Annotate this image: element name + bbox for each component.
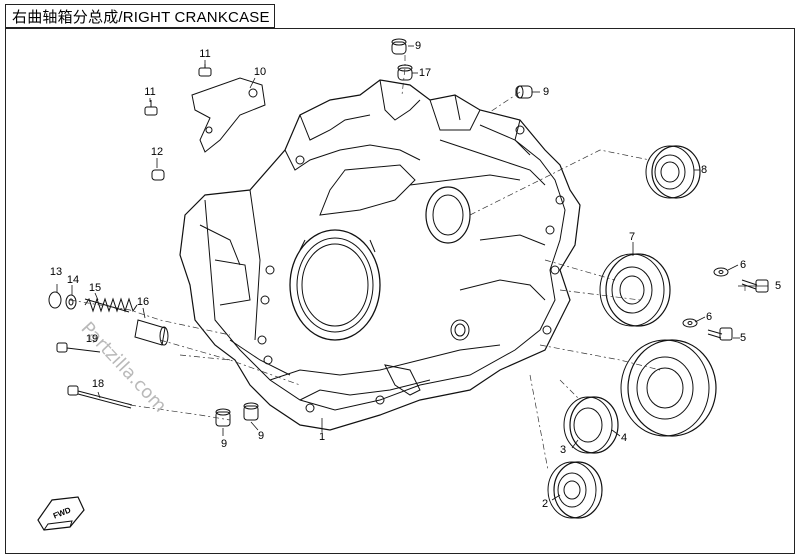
bolt-18 xyxy=(67,385,133,409)
callout-2: 2 xyxy=(541,498,549,510)
callout-8: 8 xyxy=(700,164,708,176)
dowel-9-right xyxy=(515,85,533,99)
bolt-5-lower xyxy=(707,327,733,341)
diagram-title: 右曲轴箱分总成/RIGHT CRANKCASE xyxy=(5,4,275,28)
bolt-11-upper xyxy=(198,64,212,77)
callout-1: 1 xyxy=(318,431,326,443)
callout-9-bottom-left: 9 xyxy=(220,438,228,450)
diagram-frame xyxy=(5,28,795,554)
cylinder-bore xyxy=(289,229,381,341)
dowel-9-bottom-right xyxy=(243,402,259,421)
bearing-8 xyxy=(645,145,701,199)
dowel-9-bottom-left xyxy=(215,408,231,427)
bearing-4 xyxy=(620,339,717,437)
callout-16: 16 xyxy=(136,296,150,308)
plug-12 xyxy=(151,169,165,181)
dowel-9-top xyxy=(391,38,407,55)
leader-lines xyxy=(56,45,768,501)
callout-19: 19 xyxy=(85,333,99,345)
bolt-holes xyxy=(257,125,565,413)
fwd-direction-badge xyxy=(37,496,85,531)
callout-11-lower: 11 xyxy=(144,86,156,98)
bushing-17 xyxy=(397,64,413,81)
circlip-13 xyxy=(48,291,62,309)
shaft-bore-upper xyxy=(425,186,471,244)
callout-4: 4 xyxy=(620,432,628,444)
callout-11-upper: 11 xyxy=(199,48,211,60)
bracket-10 xyxy=(191,77,266,153)
bolt-11-lower xyxy=(144,100,158,116)
sleeve-16 xyxy=(134,319,169,346)
bolt-19 xyxy=(56,342,101,353)
callout-5-upper: 5 xyxy=(774,280,782,292)
callout-10: 10 xyxy=(253,66,267,78)
callout-17: 17 xyxy=(418,67,432,79)
washer-6-lower xyxy=(682,318,698,328)
bearing-7 xyxy=(599,253,671,327)
callout-6-lower: 6 xyxy=(705,311,713,323)
washer-6-upper xyxy=(713,267,729,277)
callout-7: 7 xyxy=(628,231,636,243)
callout-13: 13 xyxy=(49,266,63,278)
callout-9-bottom-right: 9 xyxy=(257,430,265,442)
bearing-3 xyxy=(563,396,619,454)
crankcase-body xyxy=(179,79,581,431)
callout-3: 3 xyxy=(559,444,567,456)
callout-5-lower: 5 xyxy=(739,332,747,344)
washer-14 xyxy=(65,294,77,310)
alignment-lines xyxy=(69,55,746,471)
callout-6-upper: 6 xyxy=(739,259,747,271)
callout-9-top: 9 xyxy=(414,40,422,52)
callout-18: 18 xyxy=(91,378,105,390)
shaft-bore-middle xyxy=(450,319,470,341)
callout-9-right: 9 xyxy=(542,86,550,98)
callout-12: 12 xyxy=(150,146,164,158)
callout-15: 15 xyxy=(88,282,102,294)
callout-14: 14 xyxy=(66,274,80,286)
spring-15 xyxy=(84,297,138,313)
bearing-2 xyxy=(547,461,603,519)
